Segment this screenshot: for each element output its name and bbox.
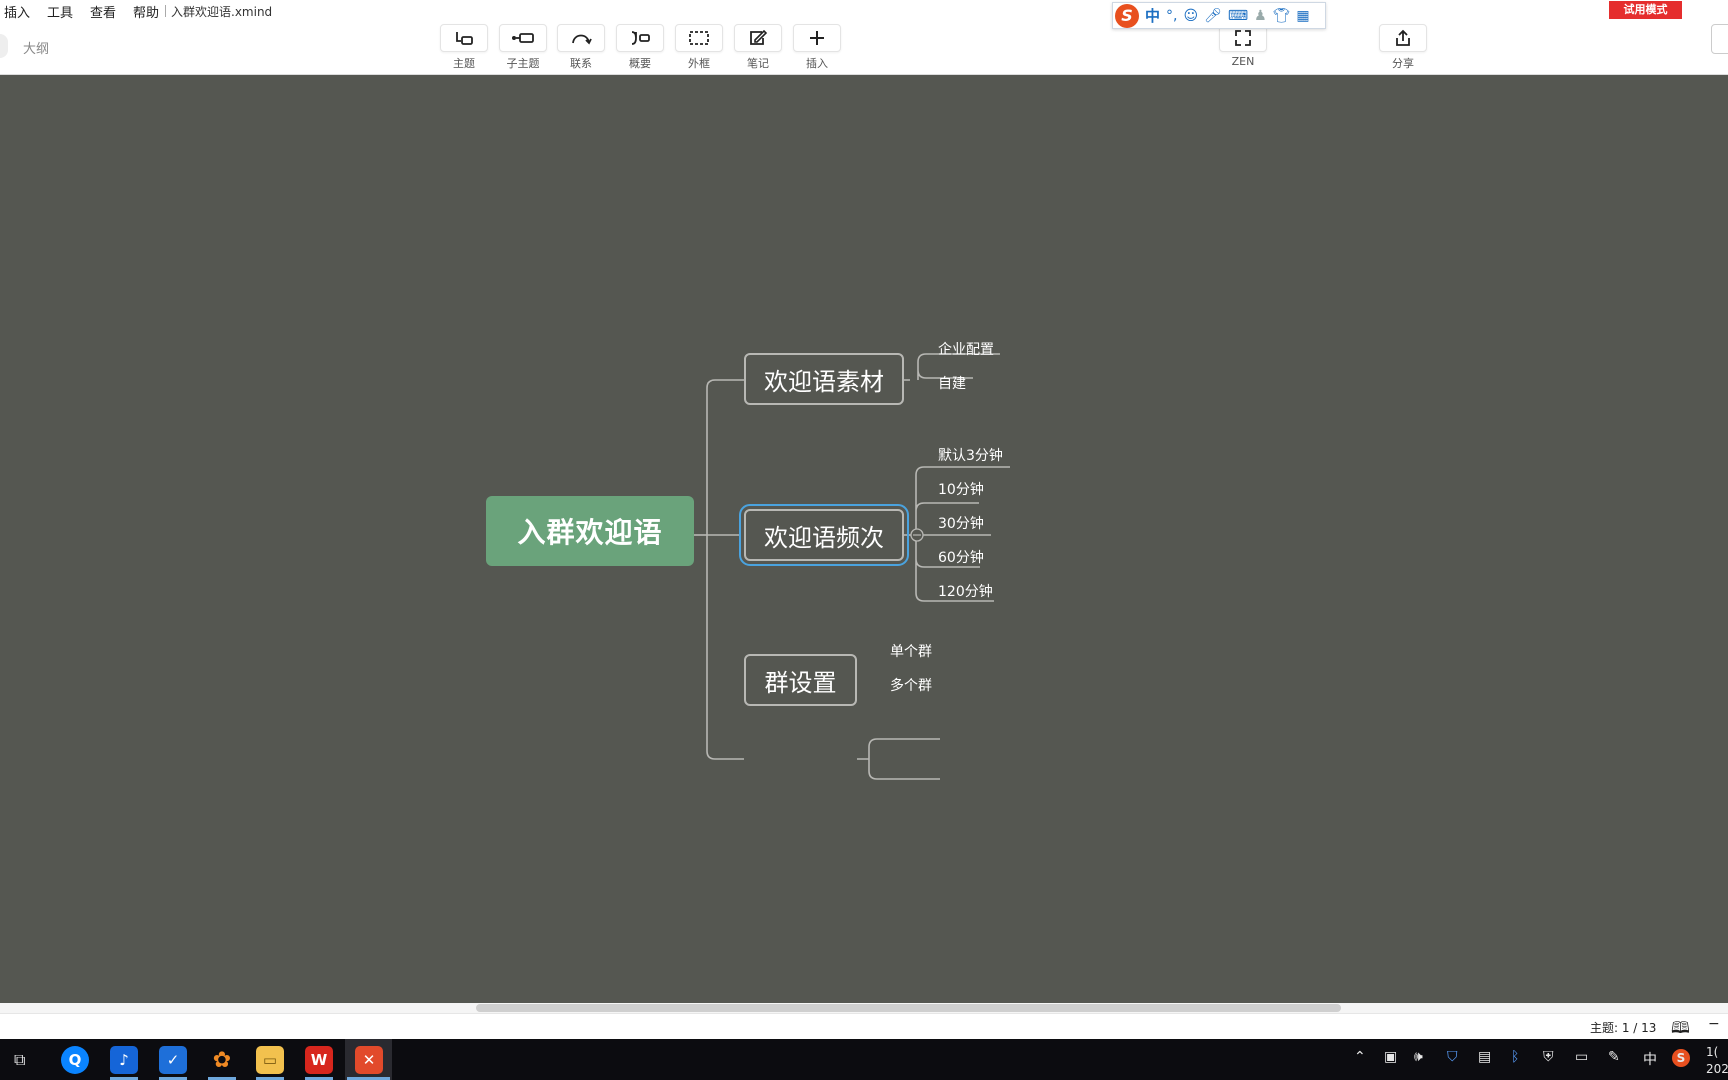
emoji-icon[interactable]: ☺ (1183, 7, 1199, 24)
ime-language-indicator[interactable]: 中 (1145, 7, 1161, 25)
wps-icon[interactable]: W (305, 1046, 333, 1074)
branch-connectors (694, 353, 1010, 780)
fullscreen-icon (1235, 30, 1251, 46)
clock-date: 202 (1706, 1062, 1728, 1076)
outline-label[interactable]: 大纲 (23, 42, 50, 57)
topic-welcome-material[interactable]: 欢迎语素材 (744, 353, 904, 405)
subtopic-button[interactable]: 子主题 (499, 24, 547, 71)
network-icon[interactable]: ▭ (1575, 1049, 1589, 1065)
input-language-indicator[interactable]: 中 (1643, 1052, 1657, 1068)
security-center-icon[interactable]: ⛨ (1543, 1049, 1554, 1065)
menu-tools[interactable]: 工具 (47, 6, 74, 21)
plus-icon (810, 31, 824, 45)
share-icon (1396, 29, 1410, 46)
file-explorer-icon[interactable]: ▭ (256, 1046, 284, 1074)
taskbar-running-indicator (347, 1077, 390, 1080)
bluetooth-icon[interactable]: ᛒ (1511, 1049, 1520, 1065)
file-title: 入群欢迎语.xmind (165, 3, 272, 20)
sogou-logo-icon: S (1115, 3, 1139, 28)
note-icon (750, 29, 768, 45)
topic-group-settings[interactable]: 群设置 (744, 654, 857, 706)
root-topic[interactable]: 入群欢迎语 (486, 496, 694, 566)
topic-button[interactable]: 主题 (440, 24, 488, 71)
volume-icon[interactable]: 🕪︎ (1414, 1049, 1423, 1065)
taskbar-running-indicator (256, 1077, 284, 1080)
trial-mode-badge[interactable]: 试用模式 (1609, 1, 1682, 19)
topic-count: 主题: 1 / 13 (1590, 1021, 1657, 1035)
zen-label: ZEN (1231, 55, 1255, 68)
subtopic-10min[interactable]: 10分钟 (938, 482, 984, 498)
zen-button[interactable]: ZEN (1219, 24, 1267, 68)
subtopic-label: 子主题 (506, 57, 540, 70)
subtopic-60min[interactable]: 60分钟 (938, 550, 984, 566)
subtopic-icon (512, 33, 534, 43)
horizontal-scrollbar-thumb[interactable] (476, 1004, 1341, 1012)
mindmap-canvas[interactable]: 入群欢迎语 欢迎语素材 欢迎语频次 群设置 企业配置 自建 默认3分钟 10分钟… (0, 75, 1728, 1003)
pen-icon[interactable]: ✎ (1608, 1049, 1620, 1065)
side-panel-button[interactable] (1711, 24, 1728, 54)
menu-view[interactable]: 查看 (90, 6, 117, 21)
taskbar-running-indicator (110, 1077, 138, 1080)
relationship-button[interactable]: 联系 (557, 24, 605, 71)
subtopic-self-built[interactable]: 自建 (938, 376, 966, 392)
blue-app-icon[interactable]: ♪ (110, 1046, 138, 1074)
menu-help[interactable]: 帮助 (133, 6, 160, 21)
ime-toolbar[interactable]: S 中 °, ☺ 🎤︎ ⌨ ♟ 👕︎ ▦ (1112, 2, 1326, 29)
grid-menu-icon[interactable]: ▦ (1296, 7, 1310, 24)
summary-icon (631, 31, 650, 45)
app-toolbar: 插入 工具 查看 帮助 入群欢迎语.xmind 大纲 主题 子主题 联系 概要 … (0, 0, 1728, 75)
subtopic-30min[interactable]: 30分钟 (938, 516, 984, 532)
relationship-label: 联系 (570, 57, 592, 70)
topic-icon (456, 32, 473, 45)
zoom-out-icon[interactable]: − (1708, 1016, 1720, 1032)
ime-punctuation-indicator[interactable]: °, (1166, 7, 1178, 24)
security-shield-icon[interactable]: ✓ (159, 1046, 187, 1074)
tray-camera-icon[interactable]: ▤ (1478, 1049, 1492, 1065)
subtopic-multiple-groups[interactable]: 多个群 (890, 678, 932, 694)
boundary-label: 外框 (688, 57, 710, 70)
taskbar-running-indicator (159, 1077, 187, 1080)
note-button[interactable]: 笔记 (734, 24, 782, 71)
note-label: 笔记 (747, 57, 769, 70)
outline-toggle[interactable] (0, 34, 8, 58)
subtopic-enterprise-config[interactable]: 企业配置 (938, 342, 994, 358)
subtopic-single-group[interactable]: 单个群 (890, 644, 932, 660)
taskbar-running-indicator (208, 1077, 236, 1080)
summary-button[interactable]: 概要 (616, 24, 664, 71)
topic-welcome-frequency[interactable]: 欢迎语频次 (739, 504, 909, 566)
insert-button[interactable]: 插入 (793, 24, 841, 71)
insert-label: 插入 (806, 57, 828, 70)
tray-expand-chevron-icon[interactable]: ⌃ (1354, 1049, 1366, 1065)
map-view-icon[interactable]: 🕮︎ (1671, 1018, 1690, 1037)
taskbar-running-indicator (305, 1077, 333, 1080)
user-icon[interactable]: ♟ (1254, 7, 1267, 24)
status-bar (0, 1013, 1728, 1040)
xmind-icon[interactable]: ✕ (355, 1046, 383, 1074)
subtopic-default-3min[interactable]: 默认3分钟 (938, 448, 1003, 464)
microphone-icon[interactable]: 🎤︎ (1204, 7, 1222, 24)
summary-label: 概要 (629, 57, 651, 70)
system-clock[interactable]: 1( 202 (1706, 1044, 1728, 1078)
skin-icon[interactable]: 👕︎ (1272, 7, 1291, 24)
boundary-button[interactable]: 外框 (675, 24, 723, 71)
keyboard-icon[interactable]: ⌨ (1227, 7, 1249, 24)
windows-taskbar (0, 1039, 1728, 1080)
share-button[interactable]: 分享 (1379, 24, 1427, 71)
boundary-icon (689, 31, 709, 45)
menu-insert[interactable]: 插入 (4, 6, 31, 21)
topic-label: 主题 (453, 57, 475, 70)
tray-shield-icon[interactable]: ⛉ (1447, 1049, 1458, 1065)
share-label: 分享 (1392, 57, 1414, 70)
subtopic-120min[interactable]: 120分钟 (938, 584, 993, 600)
relationship-icon (572, 34, 592, 45)
tray-app-icon[interactable]: ▣ (1384, 1049, 1398, 1065)
menu-bar: 插入 工具 查看 帮助 (4, 2, 176, 21)
task-view-icon[interactable]: ⧉ (14, 1050, 26, 1069)
sogou-tray-icon[interactable]: S (1672, 1049, 1690, 1067)
qq-browser-icon[interactable]: Q (61, 1046, 89, 1074)
clock-time: 1( (1706, 1045, 1719, 1059)
clover-app-icon[interactable]: ✿ (212, 1047, 232, 1073)
